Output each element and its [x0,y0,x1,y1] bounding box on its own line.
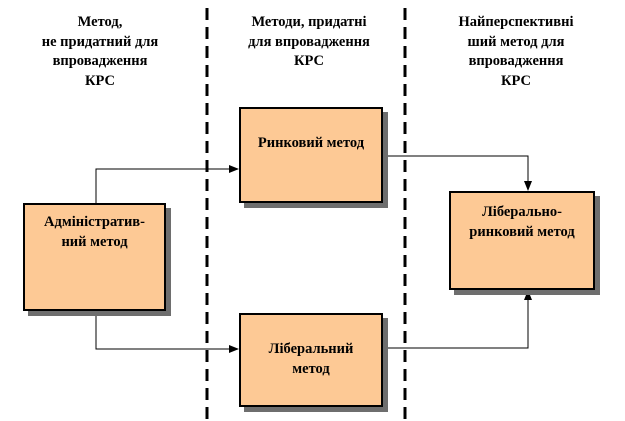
arrow-admin-to-liberal [95,311,239,353]
header-promising-method: Найперспективні ший метод для впроваджен… [458,14,574,89]
box-liberal-market-method: Ліберально- ринковий метод [449,191,595,290]
arrow-market-to-libmarket [383,155,532,191]
box-liberal-method: Ліберальний метод [239,313,383,407]
header-unsuitable-method: Метод, не придатний для впровадження КРС [41,14,159,89]
box-market-method: Ринковий метод [239,107,383,203]
header-suitable-methods: Методи, придатні для впровадження КРС [248,14,370,69]
arrow-admin-to-market [95,165,239,203]
arrow-liberal-to-libmarket [383,290,532,349]
box-administrative-method: Адміністратив- ний метод [23,203,166,311]
